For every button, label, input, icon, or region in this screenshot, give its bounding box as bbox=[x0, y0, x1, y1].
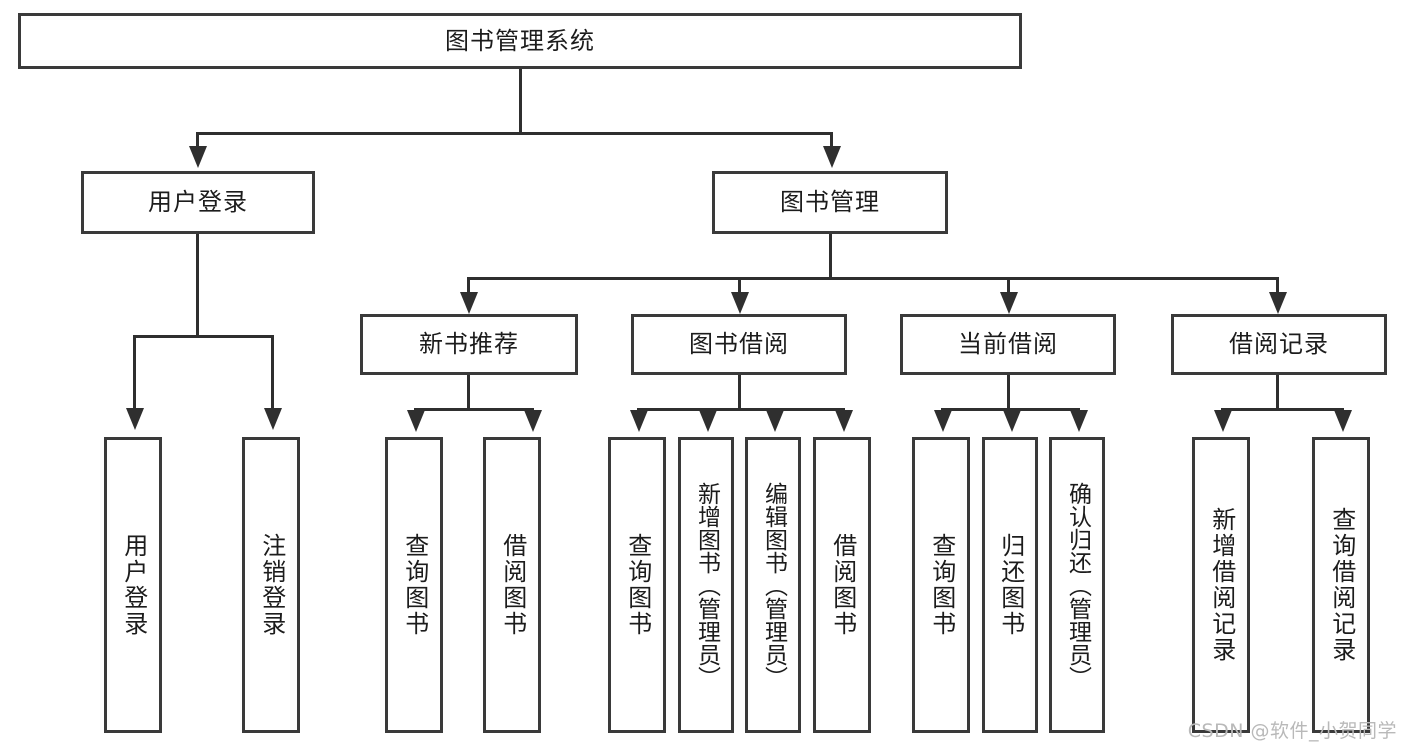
arrow-bm-to-l3-0 bbox=[460, 292, 478, 314]
leaf-book-borrow-query-book[interactable]: 查询图书 bbox=[608, 437, 666, 733]
connector-borrow-record-stem bbox=[1276, 375, 1279, 411]
connector-book-management-bus bbox=[467, 277, 1279, 280]
leaf-book-borrow-edit-book-admin[interactable]: 编辑图书（管理员） bbox=[745, 437, 801, 733]
node-label: 图书借阅 bbox=[689, 330, 789, 359]
connector-new-book-stem bbox=[467, 375, 470, 411]
connector-bm-to-l3-0 bbox=[467, 277, 470, 301]
connector-root-to-book-management bbox=[830, 132, 833, 154]
leaf-book-borrow-add-book-admin[interactable]: 新增图书（管理员） bbox=[678, 437, 734, 733]
node-label: 新增借阅记录 bbox=[1207, 507, 1236, 663]
watermark-csdn: CSDN @软件_小贺同学 bbox=[1187, 720, 1397, 742]
node-label: 用户登录 bbox=[119, 533, 148, 637]
connector-current-borrow-stem bbox=[1007, 375, 1010, 411]
node-label: 确认归还（管理员） bbox=[1064, 481, 1091, 689]
connector-book-borrow-stem bbox=[738, 375, 741, 411]
connector-bm-to-l3-1 bbox=[738, 277, 741, 301]
leaf-current-borrow-confirm-return-admin[interactable]: 确认归还（管理员） bbox=[1049, 437, 1105, 733]
arrow-bm-to-l3-3 bbox=[1269, 292, 1287, 314]
node-label: 当前借阅 bbox=[958, 330, 1058, 359]
arrow-user-login-to-leaf-1 bbox=[264, 408, 282, 430]
arrow-root-to-user-login bbox=[189, 146, 207, 168]
node-current-borrow[interactable]: 当前借阅 bbox=[900, 314, 1116, 375]
connector-user-login-stem bbox=[196, 234, 199, 337]
node-label: 归还图书 bbox=[996, 533, 1025, 637]
node-label: 查询图书 bbox=[927, 533, 956, 637]
leaf-user-login-logout[interactable]: 注销登录 bbox=[242, 437, 300, 733]
node-label: 注销登录 bbox=[257, 533, 286, 637]
node-label: 图书管理 bbox=[780, 188, 880, 217]
arrow-root-to-book-management bbox=[823, 146, 841, 168]
connector-new-book-bus bbox=[414, 408, 534, 411]
connector-user-login-to-leaf-0 bbox=[133, 335, 136, 415]
connector-bm-to-l3-2 bbox=[1007, 277, 1010, 301]
arrow-bm-to-l3-1 bbox=[731, 292, 749, 314]
node-new-book-recommend[interactable]: 新书推荐 bbox=[360, 314, 578, 375]
arrow-bb-to-leaf-0 bbox=[630, 410, 648, 432]
arrow-nb-to-leaf-0 bbox=[407, 410, 425, 432]
arrow-bb-to-leaf-2 bbox=[766, 410, 784, 432]
node-label: 新书推荐 bbox=[419, 330, 519, 359]
arrow-br-to-leaf-1 bbox=[1334, 410, 1352, 432]
leaf-current-borrow-return-book[interactable]: 归还图书 bbox=[982, 437, 1038, 733]
node-label: 查询借阅记录 bbox=[1327, 507, 1356, 663]
arrow-cb-to-leaf-1 bbox=[1003, 410, 1021, 432]
node-label: 借阅图书 bbox=[828, 533, 857, 637]
connector-user-login-to-leaf-1 bbox=[271, 335, 274, 415]
node-borrow-record[interactable]: 借阅记录 bbox=[1171, 314, 1387, 375]
connector-borrow-record-bus bbox=[1221, 408, 1344, 411]
arrow-cb-to-leaf-0 bbox=[934, 410, 952, 432]
arrow-bm-to-l3-2 bbox=[1000, 292, 1018, 314]
connector-root-to-user-login bbox=[196, 132, 199, 154]
node-label: 查询图书 bbox=[623, 533, 652, 637]
arrow-user-login-to-leaf-0 bbox=[126, 408, 144, 430]
node-label: 新增图书（管理员） bbox=[693, 481, 720, 689]
node-label: 查询图书 bbox=[400, 533, 429, 637]
leaf-new-book-query-book[interactable]: 查询图书 bbox=[385, 437, 443, 733]
node-label: 图书管理系统 bbox=[445, 26, 595, 55]
arrow-nb-to-leaf-1 bbox=[524, 410, 542, 432]
node-book-borrow[interactable]: 图书借阅 bbox=[631, 314, 847, 375]
node-label: 借阅图书 bbox=[498, 533, 527, 637]
connector-root-bus bbox=[196, 132, 833, 135]
connector-book-borrow-bus bbox=[637, 408, 845, 411]
leaf-borrow-record-add-record[interactable]: 新增借阅记录 bbox=[1192, 437, 1250, 733]
node-label: 用户登录 bbox=[148, 188, 248, 217]
leaf-current-borrow-query-book[interactable]: 查询图书 bbox=[912, 437, 970, 733]
arrow-br-to-leaf-0 bbox=[1214, 410, 1232, 432]
leaf-new-book-borrow-book[interactable]: 借阅图书 bbox=[483, 437, 541, 733]
arrow-cb-to-leaf-2 bbox=[1070, 410, 1088, 432]
connector-bm-to-l3-3 bbox=[1276, 277, 1279, 301]
node-book-management[interactable]: 图书管理 bbox=[712, 171, 948, 234]
leaf-book-borrow-borrow-book[interactable]: 借阅图书 bbox=[813, 437, 871, 733]
connector-book-management-stem bbox=[829, 234, 832, 279]
connector-root-stem bbox=[519, 69, 522, 134]
leaf-user-login-login[interactable]: 用户登录 bbox=[104, 437, 162, 733]
node-label: 借阅记录 bbox=[1229, 330, 1329, 359]
node-user-login[interactable]: 用户登录 bbox=[81, 171, 315, 234]
connector-user-login-bus bbox=[133, 335, 274, 338]
arrow-bb-to-leaf-3 bbox=[835, 410, 853, 432]
node-root-book-management-system[interactable]: 图书管理系统 bbox=[18, 13, 1022, 69]
node-label: 编辑图书（管理员） bbox=[760, 481, 787, 689]
arrow-bb-to-leaf-1 bbox=[699, 410, 717, 432]
leaf-borrow-record-query-record[interactable]: 查询借阅记录 bbox=[1312, 437, 1370, 733]
